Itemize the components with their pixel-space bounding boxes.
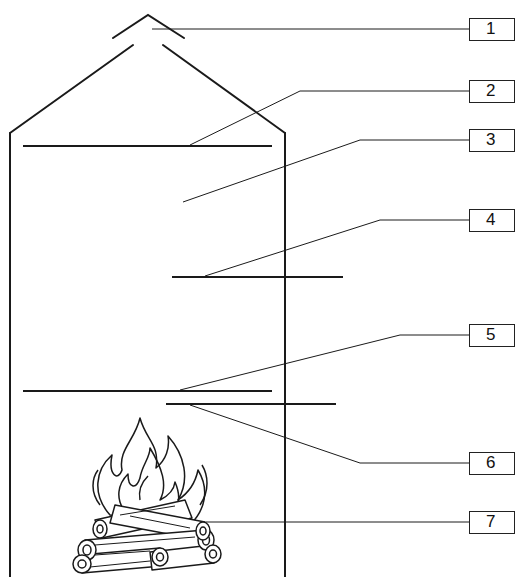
callout-number: 3 xyxy=(469,129,515,152)
callout-number: 5 xyxy=(469,324,515,347)
callout-number: 6 xyxy=(469,452,515,475)
callout-number: 2 xyxy=(469,80,515,103)
shelf-plates xyxy=(23,146,343,404)
callout-number: 1 xyxy=(469,18,515,41)
housing-outline xyxy=(10,15,285,577)
callout-number: 7 xyxy=(469,511,515,534)
callout-number: 4 xyxy=(469,209,515,232)
leader-lines xyxy=(152,29,469,522)
fire-illustration xyxy=(73,418,221,573)
